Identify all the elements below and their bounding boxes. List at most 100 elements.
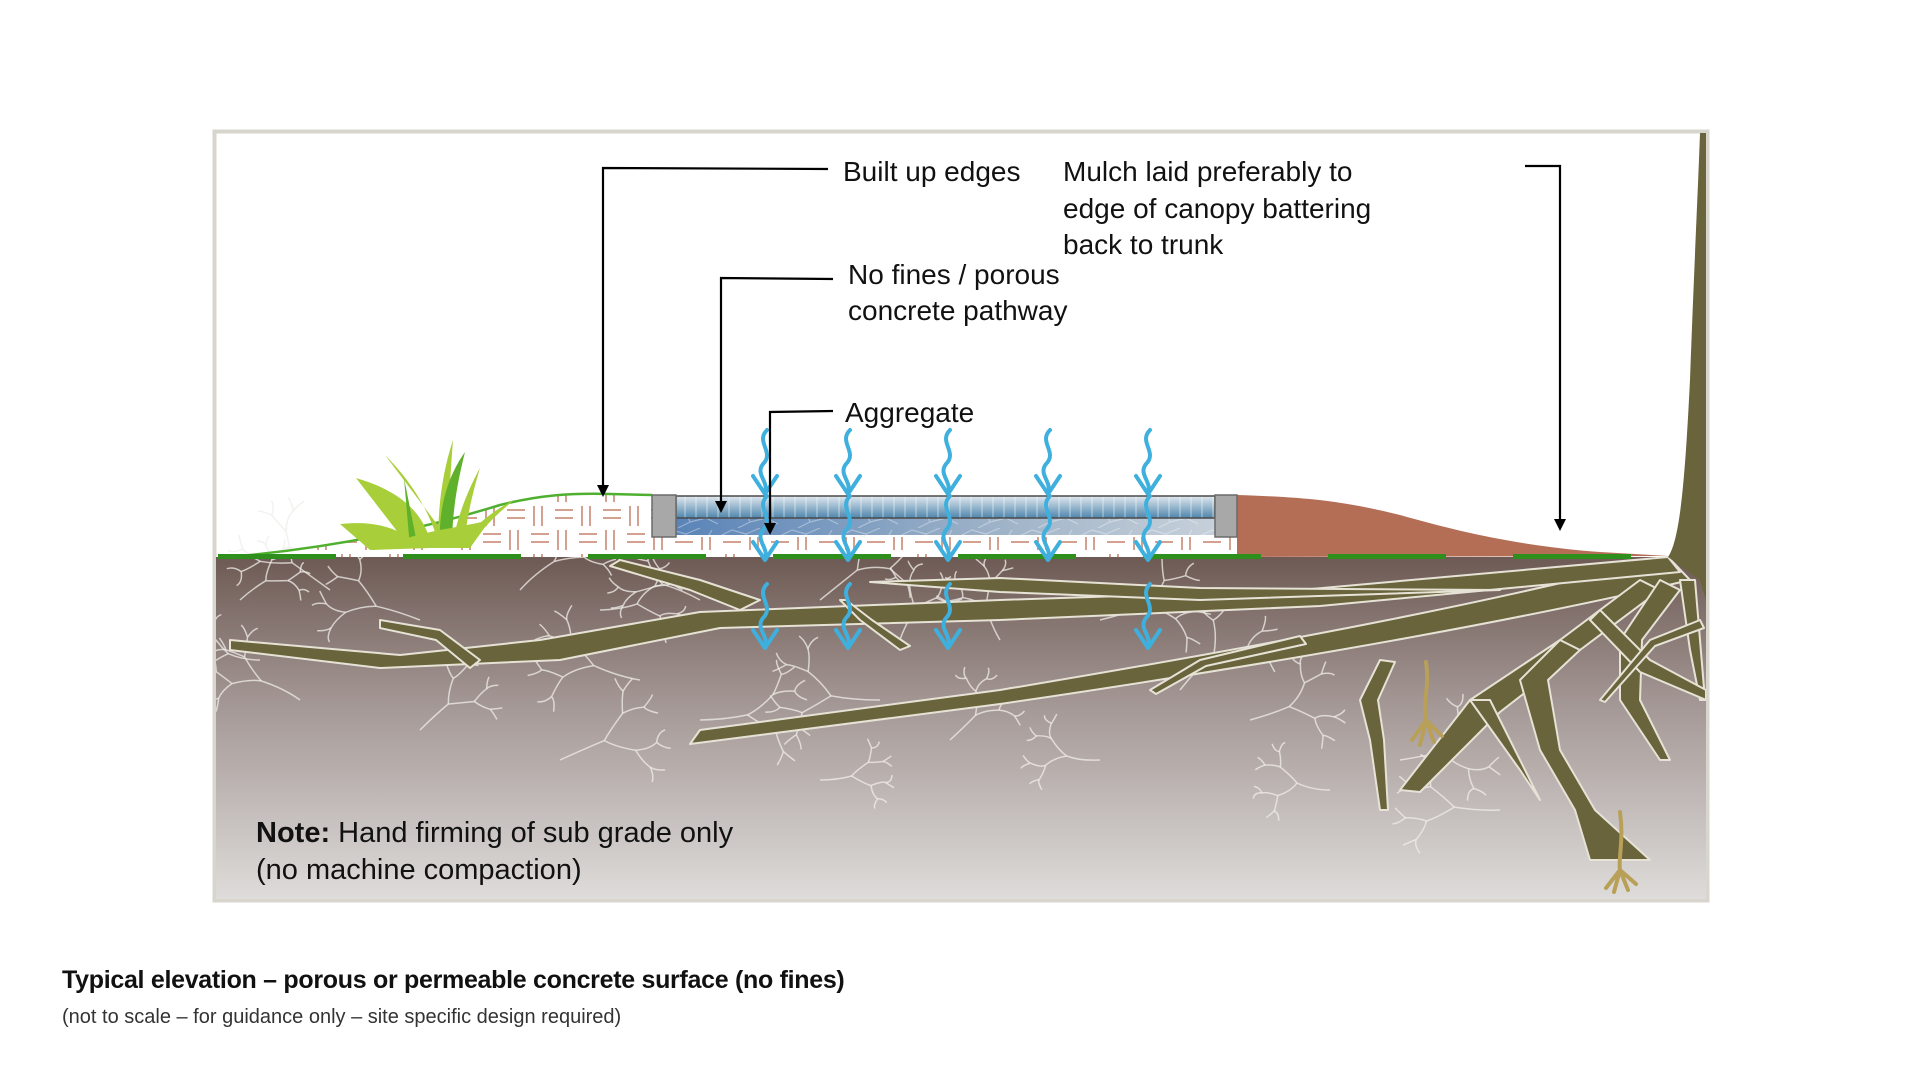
fine-root (298, 588, 310, 593)
fine-root (216, 638, 229, 655)
fine-root (357, 580, 377, 607)
fine-root (1043, 715, 1052, 724)
fine-root (782, 750, 796, 762)
fine-root (562, 664, 594, 678)
fine-root (635, 741, 658, 751)
fine-root (884, 576, 897, 581)
fine-root (1304, 673, 1322, 684)
fine-root (659, 612, 678, 617)
label-mulch-line2: edge of canopy battering (1063, 193, 1372, 224)
fine-root (602, 563, 613, 576)
fine-root (617, 586, 637, 593)
fine-root (1392, 817, 1406, 825)
fine-root (798, 635, 809, 650)
fine-root (1029, 762, 1046, 767)
fine-root (1066, 755, 1101, 761)
mulch-layer (1237, 495, 1668, 557)
fine-root (1001, 559, 1007, 572)
fine-root (1262, 791, 1278, 797)
fine-root (769, 694, 781, 708)
fine-root (851, 775, 872, 787)
fine-root (299, 561, 305, 573)
fine-root (376, 605, 421, 621)
fine-root (936, 595, 947, 603)
fine-root (1212, 620, 1217, 655)
note-line2: (no machine compaction) (256, 854, 582, 886)
fine-roots (190, 496, 1501, 854)
fine-root (885, 781, 895, 789)
fine-root (553, 556, 585, 563)
note-prefix: Note: (256, 817, 331, 849)
fine-root (292, 500, 305, 512)
fine-root (1277, 782, 1298, 797)
fine-root (795, 734, 802, 750)
fine-root (519, 560, 555, 591)
ground-strip-segment (1328, 554, 1446, 559)
leader-built-up-edges (601, 166, 829, 488)
fine-root (1253, 785, 1263, 794)
fine-root (216, 653, 229, 662)
fine-root (325, 576, 339, 586)
fine-root (1467, 768, 1475, 789)
fine-root (486, 684, 499, 690)
fine-root (1249, 705, 1290, 721)
fine-root (265, 535, 270, 547)
fine-root (447, 678, 454, 705)
fine-root (1185, 575, 1200, 582)
fine-root (781, 666, 795, 675)
fine-root (870, 785, 878, 800)
label-mulch-line1: Mulch laid preferably to (1063, 156, 1353, 187)
fine-root (699, 714, 748, 721)
fine-root (998, 709, 1015, 717)
fine-root (282, 546, 293, 550)
fine-root (963, 666, 967, 679)
fine-root (593, 664, 641, 681)
fine-root (636, 603, 661, 617)
fine-root (775, 652, 787, 666)
fine-root (786, 663, 809, 673)
fine-root (257, 510, 273, 516)
fine-root (1457, 693, 1464, 708)
fine-root (1050, 713, 1058, 724)
fine-root (1048, 722, 1053, 740)
fine-root (775, 659, 782, 675)
label-aggregate: Aggregate (845, 397, 975, 428)
fine-root (216, 697, 219, 700)
fine-root (291, 562, 331, 591)
fine-root (227, 548, 243, 553)
leader-arrowheads (597, 485, 1566, 535)
fine-root (1430, 786, 1455, 808)
fine-root (659, 562, 671, 570)
fine-root (190, 633, 200, 636)
grass-clump-icon (340, 440, 514, 550)
fine-root (913, 563, 923, 571)
subgrade-note: Note: Hand firming of sub grade only (no… (256, 815, 733, 889)
label-no-fines-line2: concrete pathway (848, 295, 1068, 326)
fine-root (882, 760, 893, 767)
fine-root (319, 590, 327, 605)
fine-root (240, 624, 249, 638)
fine-root (1320, 735, 1324, 749)
fine-root (285, 531, 293, 563)
fine-root (1029, 778, 1040, 785)
fine-root (218, 637, 227, 651)
fine-root (643, 694, 654, 708)
fine-root (237, 534, 244, 550)
fine-root (954, 674, 967, 680)
fine-root (285, 510, 294, 532)
ground-strip-segment (1143, 554, 1261, 559)
fine-root (325, 603, 346, 614)
fine-root (194, 663, 209, 665)
fine-root (1271, 743, 1280, 753)
fine-root (1254, 764, 1266, 771)
ground-strip-segment (773, 554, 891, 559)
fine-root (236, 571, 243, 587)
fine-root (1314, 714, 1335, 719)
fine-root (345, 605, 377, 613)
fine-root (1022, 755, 1031, 764)
fine-root (534, 635, 550, 641)
fine-root (271, 514, 287, 532)
fine-root (1488, 756, 1500, 768)
fine-root (1426, 806, 1455, 822)
